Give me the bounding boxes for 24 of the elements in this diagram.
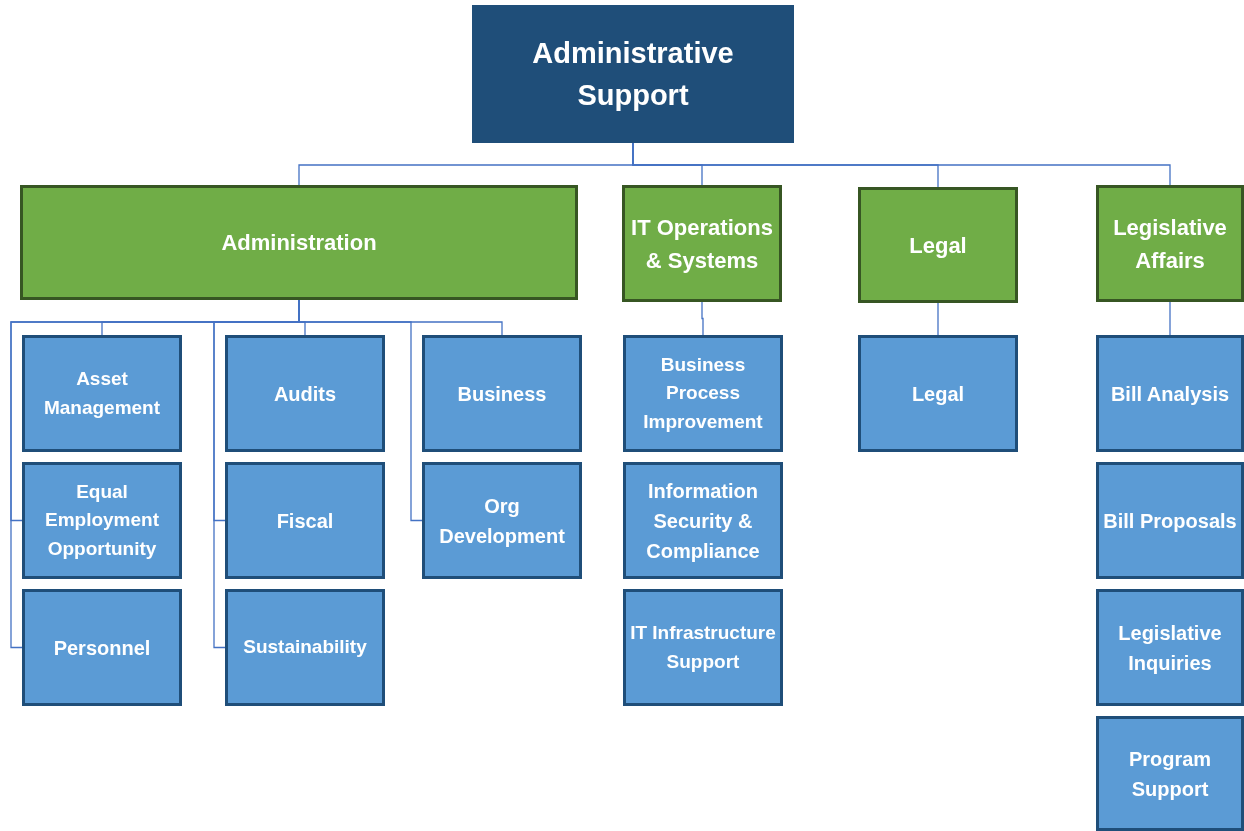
department-box: Legal bbox=[858, 187, 1018, 303]
unit-box: Bill Proposals bbox=[1096, 462, 1244, 579]
unit-box: Equal Employment Opportunity bbox=[22, 462, 182, 579]
title-box: Administrative Support bbox=[472, 5, 794, 143]
unit-box: Sustainability bbox=[225, 589, 385, 706]
unit-box: Asset Management bbox=[22, 335, 182, 452]
connector-line bbox=[701, 301, 704, 336]
unit-box: Bill Analysis bbox=[1096, 335, 1244, 452]
department-box: Administration bbox=[20, 185, 578, 300]
unit-box: Fiscal bbox=[225, 462, 385, 579]
unit-box: Information Security & Compliance bbox=[623, 462, 783, 579]
unit-box: Audits bbox=[225, 335, 385, 452]
unit-box: Org Development bbox=[422, 462, 582, 579]
connector-line bbox=[937, 302, 939, 336]
unit-box: Legal bbox=[858, 335, 1018, 452]
unit-box: Personnel bbox=[22, 589, 182, 706]
connector-line bbox=[1169, 301, 1171, 336]
unit-box: Business Process Improvement bbox=[623, 335, 783, 452]
unit-box: IT Infrastructure Support bbox=[623, 589, 783, 706]
unit-box: Business bbox=[422, 335, 582, 452]
department-box: Legislative Affairs bbox=[1096, 185, 1244, 302]
unit-box: Legislative Inquiries bbox=[1096, 589, 1244, 706]
department-box: IT Operations & Systems bbox=[622, 185, 782, 302]
unit-box: Program Support bbox=[1096, 716, 1244, 831]
